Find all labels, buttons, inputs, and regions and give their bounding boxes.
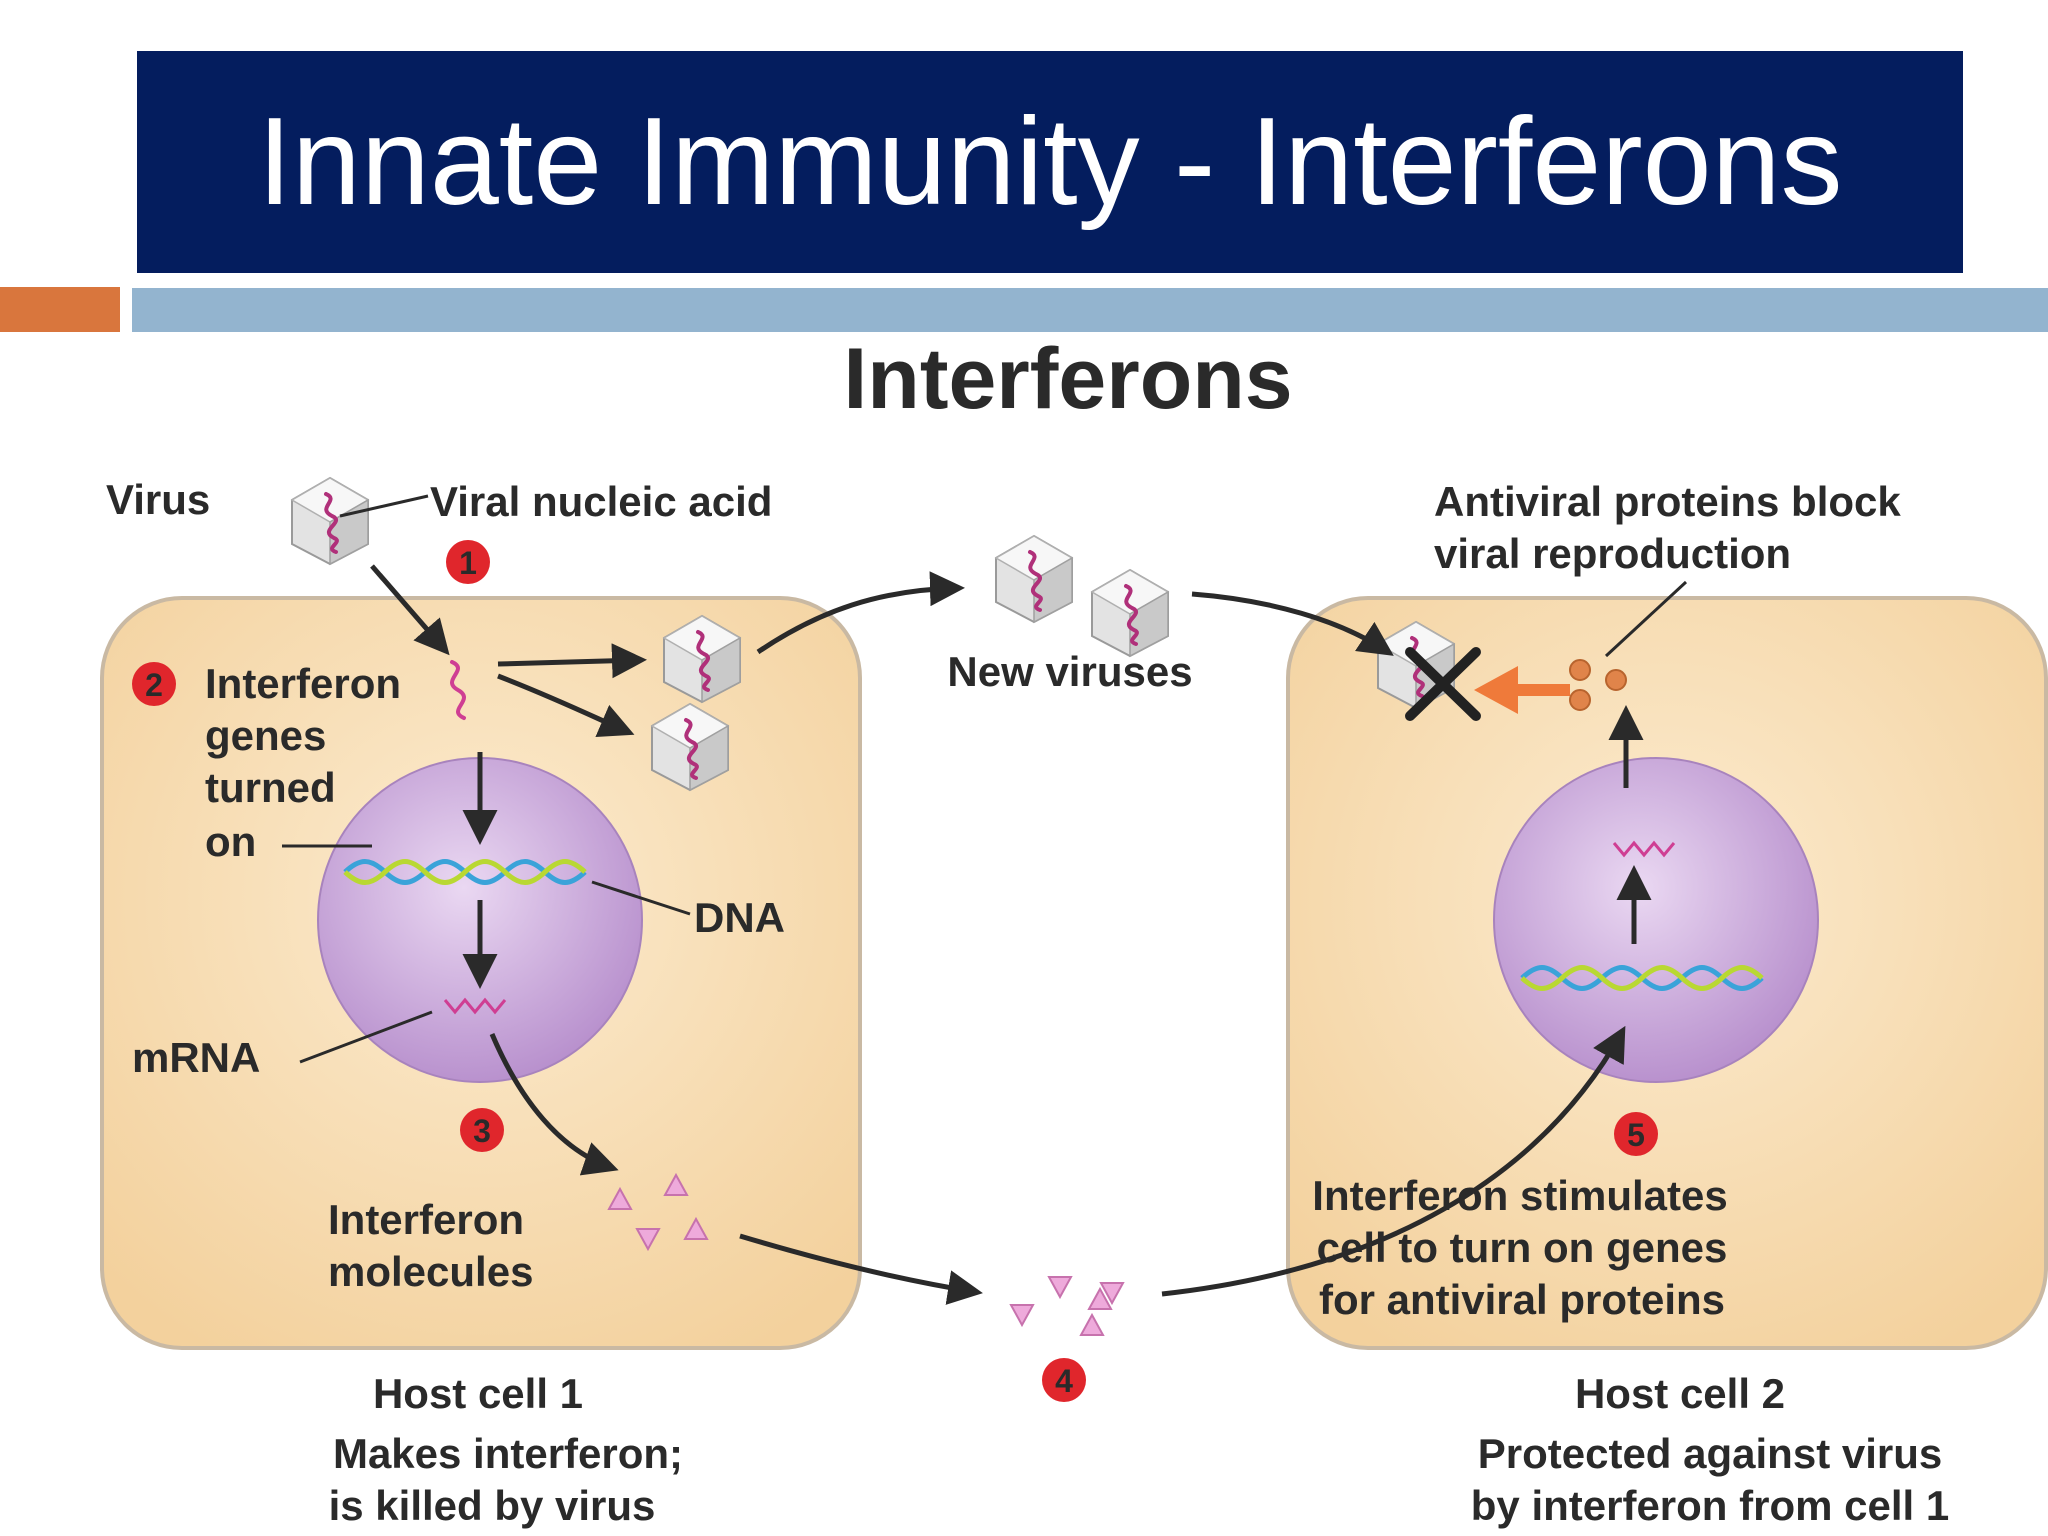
- interferon-molecule: [1010, 1304, 1034, 1326]
- svg-text:3: 3: [473, 1113, 491, 1149]
- viral-nucleic-acid-strand: [450, 660, 466, 720]
- arrow: [489, 1033, 619, 1176]
- diagram-heading: Interferons: [843, 331, 1292, 427]
- label-antiviral-proteins: viral reproduction: [1434, 530, 1791, 577]
- arrow: [1161, 1025, 1626, 1297]
- accent-notch: [0, 332, 88, 342]
- leader-line: [339, 494, 429, 518]
- label-interferon-molecules: Interferon: [328, 1196, 524, 1243]
- leader-line: [591, 880, 691, 916]
- mrna-2: [1612, 840, 1676, 858]
- svg-text:1: 1: [459, 545, 477, 581]
- step-badge-4: 4: [1042, 1358, 1086, 1402]
- accent-orange-block: [0, 287, 120, 332]
- nucleus-2: [1493, 757, 1819, 1083]
- slide-title: Innate Immunity - Interferons: [257, 93, 1843, 231]
- host-cell-2-description: by interferon from cell 1: [1471, 1482, 1949, 1529]
- virus-icon: [290, 476, 370, 566]
- label-interferon-genes: genes: [205, 712, 326, 759]
- arrow: [497, 643, 647, 679]
- svg-text:2: 2: [145, 667, 163, 703]
- antiviral-protein: [1605, 669, 1627, 691]
- label-antiviral-proteins: Antiviral proteins block: [1434, 478, 1901, 525]
- leader-line: [1604, 580, 1688, 658]
- arrow: [497, 673, 635, 738]
- host-cell-1-description: Makes interferon;: [333, 1430, 683, 1477]
- label-interferon-genes: on: [205, 818, 256, 865]
- label-interferon-stimulates: cell to turn on genes: [1317, 1224, 1728, 1271]
- step-badge-2: 2: [132, 662, 176, 706]
- arrow: [739, 1233, 983, 1305]
- virus-icon: [994, 534, 1074, 624]
- antiviral-protein: [1569, 659, 1591, 681]
- label-new-viruses: New viruses: [947, 648, 1192, 695]
- accent-blue-strip: [132, 288, 2048, 332]
- arrow: [370, 564, 450, 656]
- mrna-1: [443, 997, 507, 1015]
- label-virus: Virus: [106, 476, 210, 523]
- label-mrna: mRNA: [132, 1034, 260, 1081]
- block-x-icon: [1405, 647, 1481, 721]
- step-badge-1: 1: [446, 540, 490, 584]
- label-interferon-stimulates: Interferon stimulates: [1312, 1172, 1727, 1219]
- interferon-molecule: [1048, 1276, 1072, 1298]
- host-cell-1-title: Host cell 1: [373, 1370, 583, 1417]
- label-dna: DNA: [694, 894, 785, 941]
- svg-text:5: 5: [1627, 1117, 1645, 1153]
- label-interferon-genes: Interferon: [205, 660, 401, 707]
- step-badge-3: 3: [460, 1108, 504, 1152]
- leader-line: [299, 1010, 433, 1064]
- host-cell-2-description: Protected against virus: [1478, 1430, 1942, 1477]
- svg-text:4: 4: [1055, 1363, 1073, 1399]
- label-viral-nucleic-acid: Viral nucleic acid: [430, 478, 772, 525]
- arrow: [756, 571, 965, 655]
- antiviral-arrow-icon: [1474, 666, 1570, 714]
- host-cell-1-description: is killed by virus: [329, 1482, 656, 1529]
- host-cell-2-title: Host cell 2: [1575, 1370, 1785, 1417]
- title-bar: Innate Immunity - Interferons: [137, 51, 1963, 273]
- label-interferon-stimulates: for antiviral proteins: [1319, 1276, 1725, 1323]
- label-interferon-molecules: molecules: [328, 1248, 533, 1295]
- label-interferon-genes: turned: [205, 764, 336, 811]
- interferon-molecule: [1080, 1314, 1104, 1336]
- arrow: [1191, 591, 1394, 656]
- antiviral-protein: [1569, 689, 1591, 711]
- virus-icon: [1090, 568, 1170, 658]
- step-badge-5: 5: [1614, 1112, 1658, 1156]
